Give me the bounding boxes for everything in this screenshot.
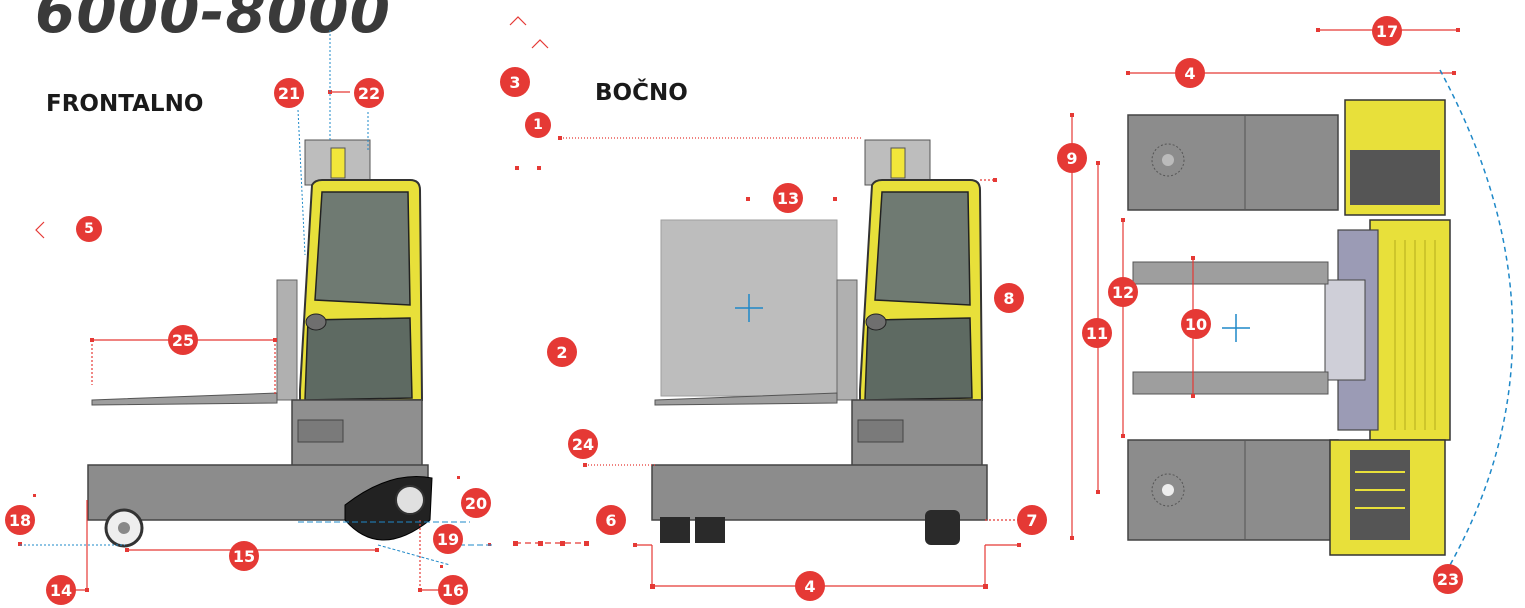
badge-17: 17 — [1372, 16, 1402, 46]
front-view-label: FRONTALNO — [46, 91, 204, 117]
badge-20: 20 — [461, 488, 491, 518]
model-title: 6000-8000 — [35, 0, 391, 46]
badge-11: 11 — [1082, 318, 1112, 348]
badge-5: 5 — [76, 216, 102, 242]
top-chassis-lower — [1127, 439, 1339, 541]
badge-22: 22 — [354, 78, 384, 108]
badge-1: 1 — [525, 112, 551, 138]
badge-10: 10 — [1181, 309, 1211, 339]
front-cab-light — [305, 313, 327, 331]
badge-3: 3 — [500, 67, 530, 97]
badge-7: 7 — [1017, 505, 1047, 535]
badge-14: 14 — [46, 575, 76, 605]
top-chassis-upper — [1127, 114, 1339, 211]
badge-2: 2 — [547, 337, 577, 367]
front-beacon — [330, 147, 346, 179]
side-view-truck — [651, 139, 988, 545]
badge-4-top: 4 — [1175, 58, 1205, 88]
badge-9: 9 — [1057, 143, 1087, 173]
badge-13: 13 — [773, 183, 803, 213]
turning-radius-arc — [1439, 69, 1514, 566]
front-cab-window-upper — [314, 191, 411, 306]
badge-21: 21 — [274, 78, 304, 108]
top-fork-lower — [1132, 371, 1329, 395]
badge-24: 24 — [568, 429, 598, 459]
front-forks — [91, 392, 278, 406]
top-fork-upper — [1132, 261, 1329, 285]
badge-6: 6 — [596, 505, 626, 535]
badge-23: 23 — [1433, 564, 1463, 594]
front-mast — [276, 279, 298, 401]
front-guide-lines — [20, 30, 495, 566]
badge-4-side: 4 — [795, 571, 825, 601]
front-cab-door-window — [304, 317, 413, 401]
badge-12: 12 — [1108, 277, 1138, 307]
badge-15: 15 — [229, 541, 259, 571]
top-view-truck — [1127, 99, 1451, 556]
front-dimension-lines — [66, 91, 588, 591]
badge-19: 19 — [433, 524, 463, 554]
badge-18: 18 — [5, 505, 35, 535]
badge-25: 25 — [168, 325, 198, 355]
badge-8: 8 — [994, 283, 1024, 313]
front-view-truck — [87, 139, 433, 548]
chevron-icons — [35, 16, 549, 239]
top-body — [1369, 219, 1451, 441]
side-view-label: BOČNO — [595, 80, 688, 106]
side-drive-wheel — [925, 510, 960, 545]
badge-16: 16 — [438, 575, 468, 605]
